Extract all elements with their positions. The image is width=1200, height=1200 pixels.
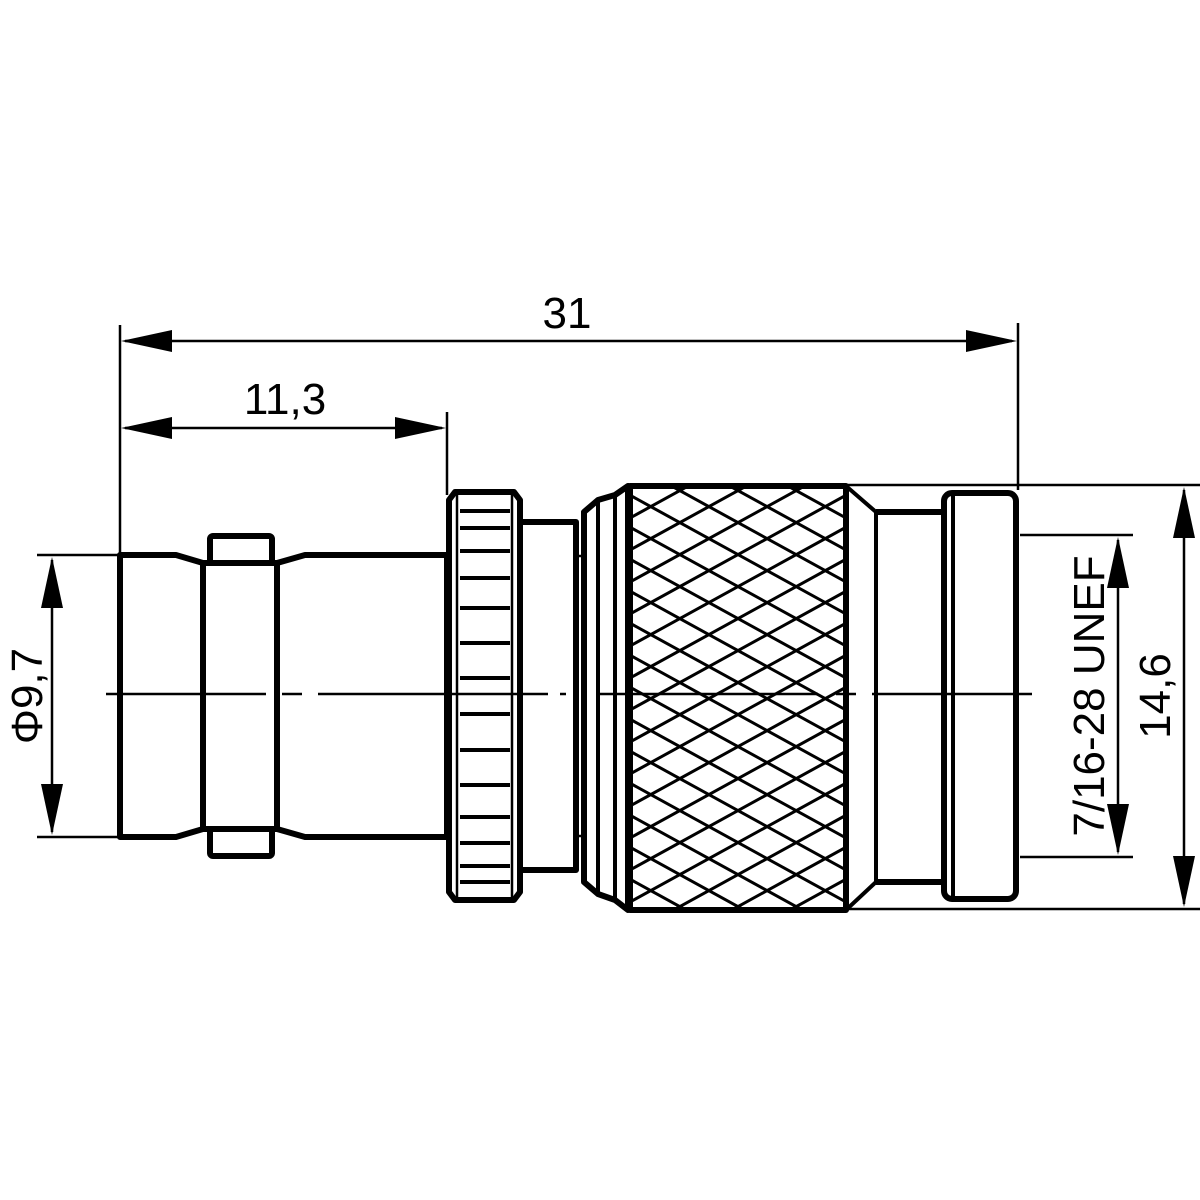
dimension-bnc-diameter: Φ9,7: [3, 553, 118, 839]
arrowhead-icon: [41, 784, 63, 835]
coupling-nut: [446, 489, 523, 903]
dimension-label-31: 31: [543, 289, 592, 338]
dimension-label-thread: 7/16-28 UNEF: [1065, 555, 1114, 836]
dimension-label-14-6: 14,6: [1131, 653, 1180, 739]
tnc-collar: [581, 483, 631, 913]
arrowhead-icon: [1107, 537, 1129, 588]
adapter-neck: [520, 519, 582, 873]
bayonet-pin-top: [207, 533, 275, 566]
arrowhead-icon: [121, 330, 172, 352]
dimension-thread: 7/16-28 UNEF: [1020, 533, 1133, 859]
arrowhead-icon: [121, 417, 172, 439]
dimension-label-diameter: Φ9,7: [3, 648, 52, 744]
dimension-bnc-length: 11,3: [121, 375, 449, 495]
bnc-body: [117, 533, 450, 859]
arrowhead-icon: [1173, 856, 1195, 907]
arrowhead-icon: [1107, 804, 1129, 855]
arrowhead-icon: [1173, 487, 1195, 538]
bayonet-pin-bottom: [207, 826, 275, 859]
dimension-nut-diameter: 14,6: [848, 483, 1200, 911]
dimension-overall-length: 31: [118, 289, 1020, 555]
knurled-nut: [627, 483, 849, 913]
arrowhead-icon: [395, 417, 446, 439]
arrowhead-icon: [966, 330, 1017, 352]
tnc-thread-section: [844, 484, 1019, 912]
dimension-label-11-3: 11,3: [244, 375, 326, 424]
arrowhead-icon: [41, 557, 63, 608]
